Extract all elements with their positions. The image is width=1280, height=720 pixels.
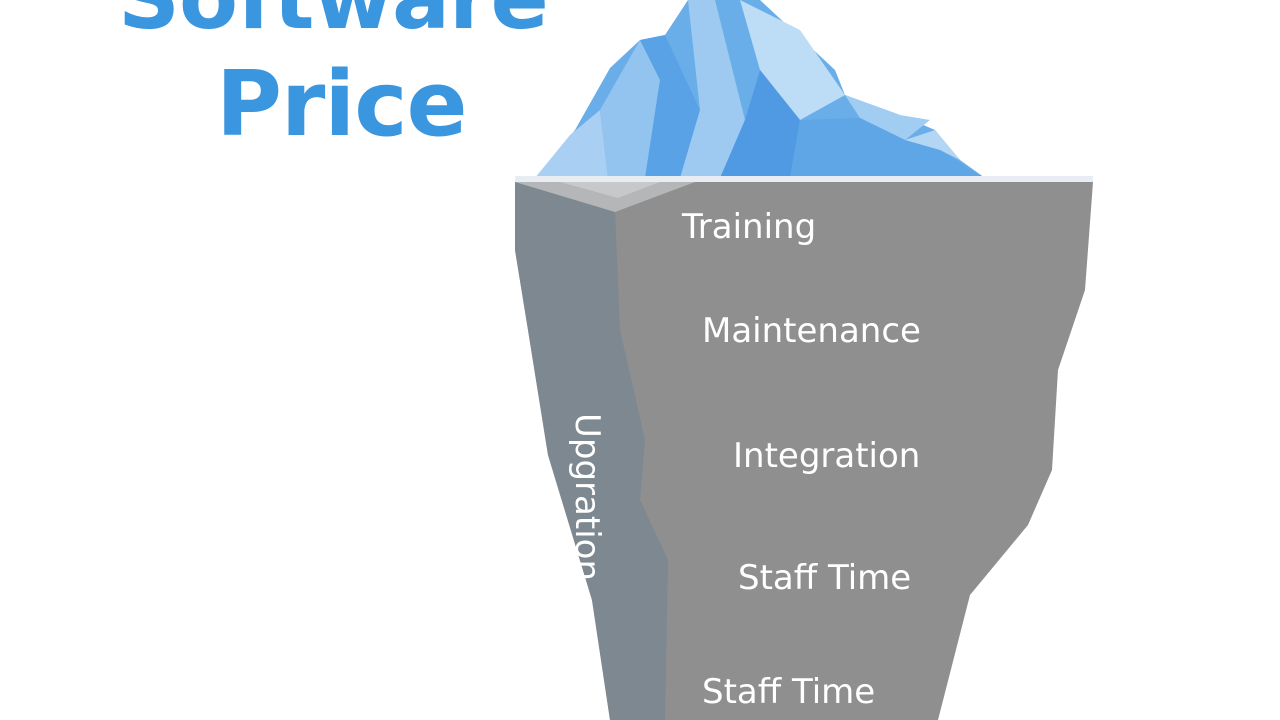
underwater-side-face — [515, 182, 668, 720]
underwater-top-facet-light — [560, 182, 660, 198]
label-staff-time-1: Staff Time — [738, 558, 911, 598]
iceberg-tip — [535, 0, 985, 178]
tip-face-mid — [790, 118, 985, 178]
tip-face-dark-1 — [640, 35, 700, 178]
label-training: Training — [681, 207, 816, 247]
tip-face-light-5 — [845, 95, 930, 140]
tip-face-light-1 — [535, 110, 608, 178]
tip-face-light-4 — [740, 0, 845, 120]
tip-face-light-3 — [680, 0, 745, 178]
underwater-top-facet — [515, 182, 695, 212]
tip-face-light-6 — [905, 130, 960, 160]
iceberg-underwater — [515, 182, 1093, 720]
label-staff-time-2: Staff Time — [702, 672, 875, 712]
waterline — [515, 176, 1093, 182]
tip-face-dark-2 — [720, 70, 800, 178]
tip-face-light-2 — [600, 40, 660, 178]
label-maintenance: Maintenance — [702, 311, 921, 351]
label-integration: Integration — [733, 436, 920, 476]
title-price: Price — [216, 52, 468, 157]
title-software: Software — [118, 0, 549, 42]
label-upgration: Upgration — [567, 413, 607, 581]
